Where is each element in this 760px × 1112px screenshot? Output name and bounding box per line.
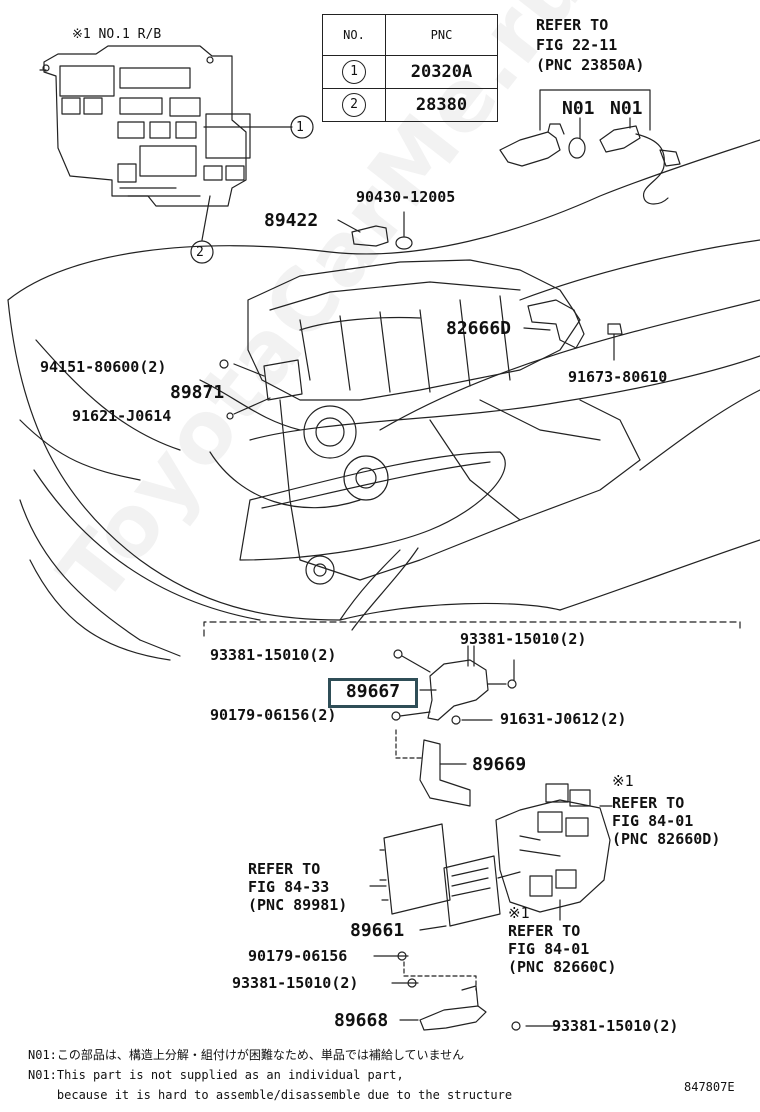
refer-right-mark: ※1	[612, 772, 634, 790]
part-93381-15010-d: 93381-15010(2)	[552, 1017, 679, 1035]
ecu-drawing	[379, 823, 521, 927]
note-english-line1: N01:This part is not supplied as an indi…	[28, 1068, 404, 1082]
part-89669: 89669	[472, 754, 527, 775]
refer-right-line2: FIG 84-01	[612, 812, 694, 830]
bracket-89667-drawing	[391, 645, 517, 725]
refer-bottom-line1: REFER TO	[508, 922, 581, 940]
pnc-row-no: 1	[342, 60, 366, 84]
part-93381-15010-b: 93381-15010(2)	[460, 630, 587, 648]
refer-right-line3: (PNC 82660D)	[612, 830, 721, 848]
refer-bottom-line3: (PNC 82660C)	[508, 958, 617, 976]
part-89422: 89422	[264, 210, 319, 231]
refer-bottom-line2: FIG 84-01	[508, 940, 590, 958]
n01-label-b: N01	[610, 98, 643, 119]
part-90430-12005: 90430-12005	[356, 188, 456, 206]
part-91621-j0614: 91621-J0614	[72, 407, 172, 425]
part-94151-80600: 94151-80600(2)	[40, 358, 167, 376]
pnc-table: NO. PNC 1 20320A 2 28380	[322, 14, 498, 122]
part-89667-highlighted: 89667	[328, 678, 418, 708]
n01-label-a: N01	[562, 98, 595, 119]
figure-code: 847807E	[684, 1080, 735, 1094]
part-89871: 89871	[170, 382, 225, 403]
part-89668: 89668	[334, 1010, 389, 1031]
relay-block-drawing	[39, 45, 251, 207]
part-91631-j0612: 91631-J0612(2)	[500, 710, 627, 728]
refer-top-line3: (PNC 23850A)	[536, 56, 645, 74]
pnc-table-row: 2 28380	[322, 88, 498, 122]
note-japanese: N01:この部品は、構造上分解・組付けが困難なため、単品では補給していません	[28, 1048, 465, 1062]
callout-2: 2	[196, 245, 204, 260]
refer-left-line2: FIG 84-33	[248, 878, 330, 896]
note-english-line2: because it is hard to assemble/disassemb…	[28, 1088, 513, 1102]
connector-cluster-drawing	[495, 783, 611, 913]
pnc-row-no: 2	[342, 93, 366, 117]
part-89661: 89661	[350, 920, 405, 941]
relay-block-title: ※1 NO.1 R/B	[72, 27, 162, 42]
refer-left-line3: (PNC 89981)	[248, 896, 348, 914]
refer-bottom-mark: ※1	[508, 904, 530, 922]
refer-right-line1: REFER TO	[612, 794, 685, 812]
part-93381-15010-c: 93381-15010(2)	[232, 974, 359, 992]
part-90179-06156-b: 90179-06156	[248, 947, 348, 965]
sensor-assembly-drawing	[499, 89, 681, 205]
part-91673-80610: 91673-80610	[568, 368, 668, 386]
pnc-row-code: 28380	[385, 88, 498, 122]
pnc-table-header: NO. PNC	[322, 14, 498, 56]
refer-top-line1: REFER TO	[536, 16, 609, 34]
part-93381-15010-a: 93381-15010(2)	[210, 646, 337, 664]
refer-top-line2: FIG 22-11	[536, 36, 618, 54]
pnc-col-pnc: PNC	[385, 14, 498, 56]
part-82666d: 82666D	[446, 318, 512, 339]
engine-drawing	[247, 259, 641, 631]
pnc-row-code: 20320A	[385, 55, 498, 89]
pnc-col-no: NO.	[322, 14, 386, 56]
pnc-table-row: 1 20320A	[322, 55, 498, 89]
part-90179-06156-a: 90179-06156(2)	[210, 706, 337, 724]
vehicle-body-drawing	[7, 139, 760, 661]
refer-left-line1: REFER TO	[248, 860, 321, 878]
callout-1: 1	[296, 120, 304, 135]
